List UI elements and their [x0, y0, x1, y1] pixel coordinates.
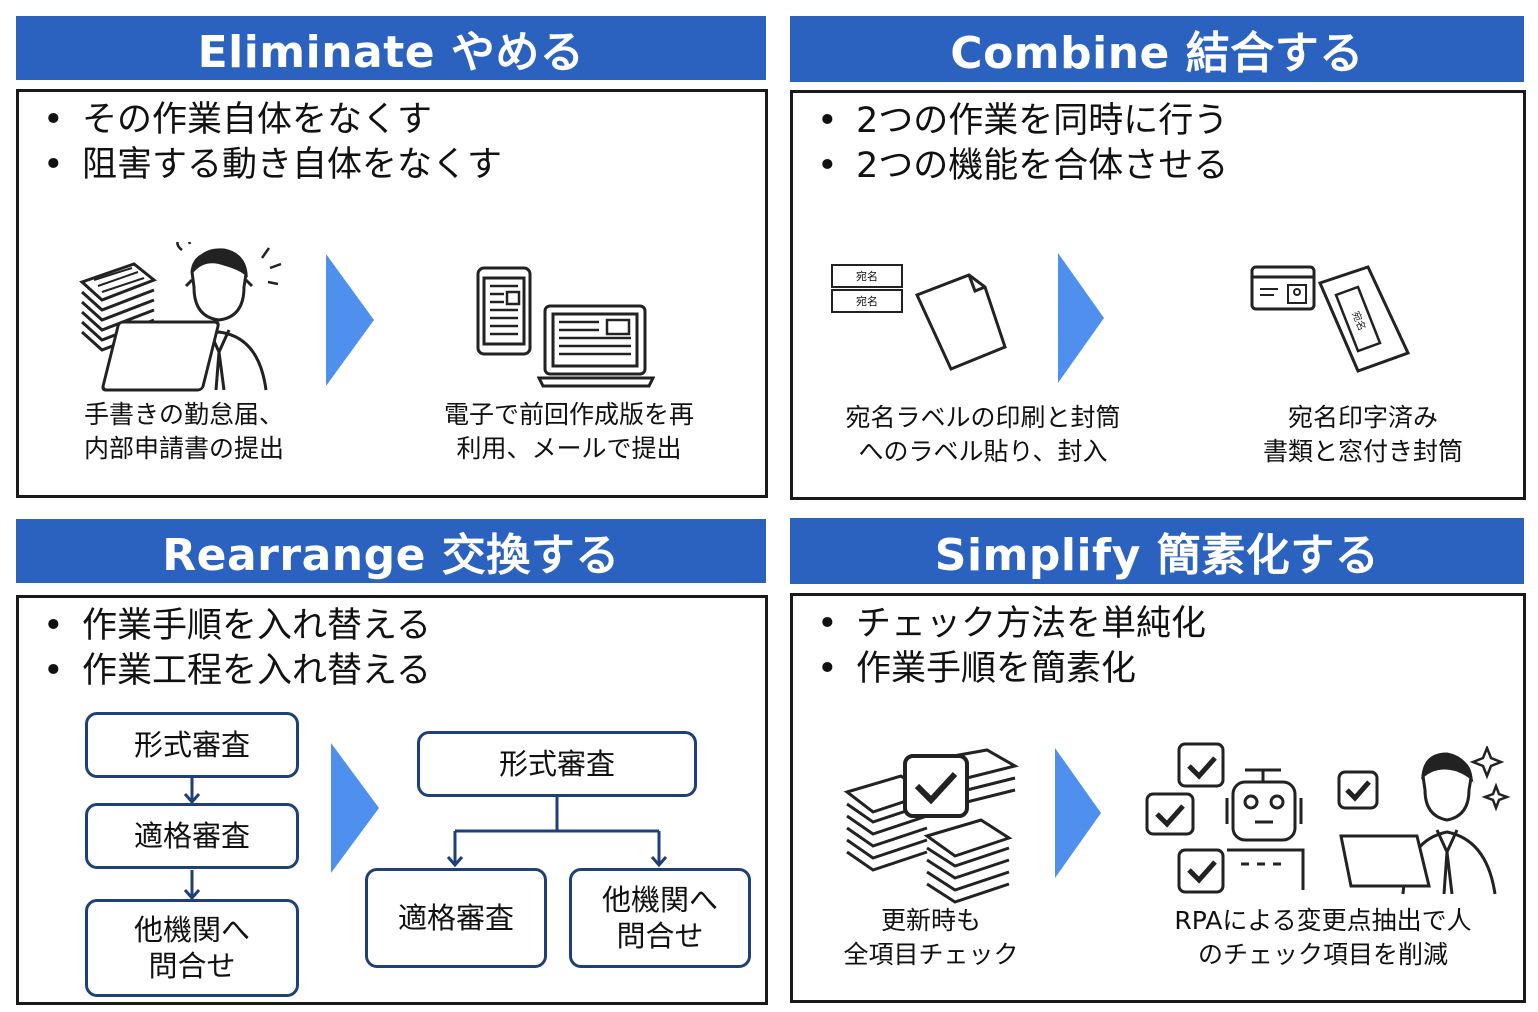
- bullet-item: 作業手順を簡素化: [811, 647, 1206, 692]
- laptop-icon: [537, 304, 655, 388]
- document-icon: [914, 273, 1007, 371]
- tablet-icon: [476, 266, 532, 356]
- flow-step-label: 適格審査: [397, 901, 514, 935]
- eliminate-arrow: [326, 254, 374, 386]
- bullet-item: 阻害する動き自体をなくす: [37, 143, 502, 188]
- simplify-header: Simplify 簡素化する: [790, 518, 1524, 584]
- rearrange-title: Rearrange 交換する: [162, 530, 620, 581]
- simplify-panel: チェック方法を単純化 作業手順を簡素化: [790, 593, 1526, 1003]
- stressed-worker-icon: [79, 242, 282, 392]
- flow-step-label: 他機関へ 問合せ: [133, 913, 250, 983]
- address-label-icon: 宛名: [831, 289, 903, 313]
- flow-connector: [183, 778, 201, 901]
- eliminate-before-caption: 手書きの勤怠届、 内部申請書の提出: [83, 400, 284, 463]
- rearrange-panel: 作業手順を入れ替える 作業工程を入れ替える 形式審査 適格審査 他機関へ 問合せ…: [16, 595, 768, 1005]
- robot-icon: [1145, 742, 1305, 894]
- combine-before-caption: 宛名ラベルの印刷と封筒 へのラベル貼り、封入: [845, 403, 1121, 466]
- label-text: 宛名: [856, 270, 878, 283]
- worker-laptop-icon: [1337, 746, 1511, 895]
- combine-bullets: 2つの作業を同時に行う 2つの機能を合体させる: [811, 99, 1228, 189]
- eliminate-header: Eliminate やめる: [16, 16, 766, 80]
- bullet-item: 2つの機能を合体させる: [811, 144, 1228, 189]
- combine-arrow: [1058, 253, 1104, 383]
- flow-step-eligibility-review: 適格審査: [85, 803, 299, 869]
- paper-stack-icon: [79, 262, 157, 352]
- combine-panel: 2つの作業を同時に行う 2つの機能を合体させる 宛名 宛名 宛名 宛名ラベルの印…: [790, 90, 1526, 500]
- eliminate-bullets: その作業自体をなくす 阻害する動き自体をなくす: [37, 98, 502, 188]
- flow-step-eligibility-review-after: 適格審査: [365, 868, 547, 968]
- rearrange-bullets: 作業手順を入れ替える 作業工程を入れ替える: [37, 604, 431, 694]
- simplify-arrow: [1055, 748, 1101, 878]
- simplify-title: Simplify 簡素化する: [934, 530, 1380, 581]
- flow-step-inquiry: 他機関へ 問合せ: [85, 899, 299, 997]
- combine-header: Combine 結合する: [790, 16, 1524, 82]
- flow-step-label: 形式審査: [133, 728, 250, 762]
- bullet-item: 作業工程を入れ替える: [37, 649, 431, 694]
- bullet-item: その作業自体をなくす: [37, 98, 502, 143]
- rearrange-header: Rearrange 交換する: [16, 519, 766, 583]
- flow-step-label: 形式審査: [498, 747, 615, 781]
- simplify-before-caption: 更新時も 全項目チェック: [843, 906, 1019, 969]
- eliminate-panel: その作業自体をなくす 阻害する動き自体をなくす: [16, 89, 768, 498]
- eliminate-after-caption: 電子で前回作成版を再 利用、メールで提出: [443, 400, 694, 463]
- flow-step-format-review-after: 形式審査: [417, 731, 697, 797]
- address-label-icon: 宛名: [831, 264, 903, 288]
- window-envelope-icon: 宛名: [1250, 265, 1411, 373]
- checklist-stack-icon: [843, 748, 1019, 904]
- bullet-item: 2つの作業を同時に行う: [811, 99, 1228, 144]
- flow-step-format-review: 形式審査: [85, 712, 299, 778]
- combine-title: Combine 結合する: [950, 28, 1364, 79]
- flow-step-label: 他機関へ 問合せ: [601, 883, 718, 953]
- eliminate-title: Eliminate やめる: [197, 27, 585, 78]
- label-text: 宛名: [856, 295, 878, 308]
- flow-branch-connector: [446, 797, 668, 868]
- simplify-bullets: チェック方法を単純化 作業手順を簡素化: [811, 602, 1206, 692]
- bullet-item: 作業手順を入れ替える: [37, 604, 431, 649]
- combine-after-caption: 宛名印字済み 書類と窓付き封筒: [1262, 403, 1463, 466]
- flow-step-label: 適格審査: [133, 819, 250, 853]
- flow-step-inquiry-after: 他機関へ 問合せ: [569, 868, 751, 968]
- bullet-item: チェック方法を単純化: [811, 602, 1206, 647]
- simplify-after-caption: RPAによる変更点抽出で人 のチェック項目を削減: [1174, 906, 1472, 969]
- rearrange-arrow: [331, 743, 379, 873]
